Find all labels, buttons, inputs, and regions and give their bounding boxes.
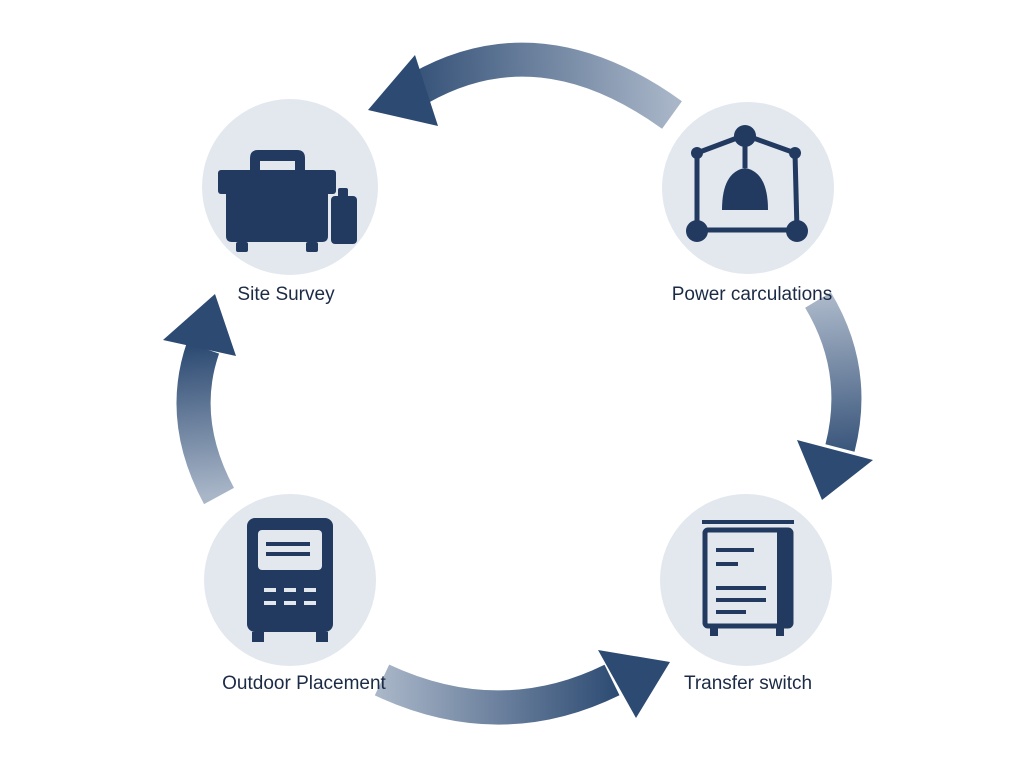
flow-arrow-placement-to-survey — [163, 294, 236, 505]
step-transfer-switch: Transfer switch — [660, 494, 832, 694]
network-bell-icon — [686, 125, 808, 242]
flow-arrow-placement-to-transfer — [374, 650, 670, 725]
generator-unit-icon — [247, 518, 333, 642]
step-label-power-calculations: Power carculations — [672, 284, 833, 305]
step-circle — [660, 494, 832, 666]
step-label-transfer-switch: Transfer switch — [684, 673, 812, 694]
step-outdoor-placement: Outdoor Placement — [204, 494, 387, 694]
switch-cabinet-icon — [702, 520, 794, 636]
flow-arrow-power-to-transfer — [797, 292, 873, 500]
toolbox-icon — [218, 150, 357, 252]
step-label-outdoor-placement: Outdoor Placement — [222, 673, 386, 694]
flow-arrow-power-to-survey — [368, 42, 682, 129]
step-site-survey: Site Survey — [202, 99, 378, 305]
step-label-site-survey: Site Survey — [237, 284, 335, 305]
step-power-calculations: Power carculations — [662, 102, 834, 305]
